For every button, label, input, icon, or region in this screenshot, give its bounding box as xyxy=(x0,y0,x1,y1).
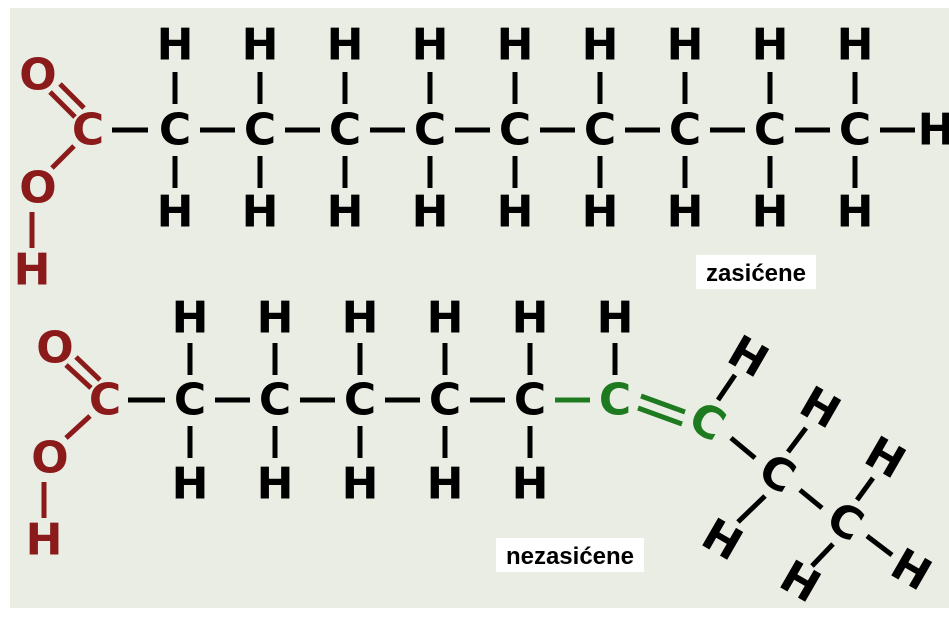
saturated-top-hydrogen: H xyxy=(242,20,279,71)
unsaturated-label: nezasićene xyxy=(506,543,634,570)
tail-carbon-1-top-hydrogen: H xyxy=(791,377,848,440)
alkene-carbon-2-hydrogen: H xyxy=(719,326,776,389)
alkene-carbon-2: C xyxy=(680,392,733,452)
unsaturated-c-o-double-bond xyxy=(64,363,93,390)
saturated-hydroxyl-oxygen: O xyxy=(19,163,56,214)
saturated-terminal-hydrogen: H xyxy=(918,105,949,156)
saturated-chain-carbon: C xyxy=(584,105,616,156)
alkene-carbon-1: C xyxy=(599,375,631,426)
saturated-top-hydrogen: H xyxy=(752,20,789,71)
saturated-carbonyl-oxygen: O xyxy=(19,50,56,101)
tail-c-h-bond xyxy=(810,542,835,568)
saturated-bottom-hydrogen: H xyxy=(667,187,704,238)
saturated-c-o-double-bond xyxy=(58,82,86,110)
saturated-chain-carbon: C xyxy=(414,105,446,156)
saturated-chain-carbon: C xyxy=(244,105,276,156)
saturated-bottom-hydrogen: H xyxy=(582,187,619,238)
unsaturated-top-hydrogen: H xyxy=(172,293,209,344)
saturated-label: zasićene xyxy=(706,260,806,287)
unsaturated-carboxyl-carbon: C xyxy=(89,375,121,426)
unsaturated-chain-carbon: C xyxy=(174,375,206,426)
saturated-top-hydrogen: H xyxy=(667,20,704,71)
tail-terminal-hydrogen: H xyxy=(882,539,939,602)
carbon-carbon-double-bond xyxy=(637,405,683,427)
saturated-c-o-double-bond xyxy=(48,90,77,119)
unsaturated-label-background xyxy=(496,538,644,572)
tail-c-h-bond xyxy=(854,476,876,502)
unsaturated-bottom-hydrogen: H xyxy=(257,459,294,510)
unsaturated-chain-carbon: C xyxy=(344,375,376,426)
tail-c-h-bond xyxy=(736,494,767,524)
saturated-label-background xyxy=(696,255,816,289)
saturated-bottom-hydrogen: H xyxy=(412,187,449,238)
unsaturated-hydroxyl-hydrogen: H xyxy=(26,515,63,566)
diagram-panel xyxy=(10,8,949,608)
saturated-bottom-hydrogen: H xyxy=(157,187,194,238)
tail-chain-bond xyxy=(798,488,824,510)
unsaturated-top-hydrogen: H xyxy=(512,293,549,344)
unsaturated-top-hydrogen: H xyxy=(257,293,294,344)
saturated-c-oh-bond xyxy=(50,144,76,170)
tail-carbon-1: C xyxy=(750,444,803,504)
unsaturated-top-hydrogen: H xyxy=(342,293,379,344)
tail-chain-bond xyxy=(729,436,757,460)
saturated-top-hydrogen: H xyxy=(157,20,194,71)
saturated-chain-carbon: C xyxy=(499,105,531,156)
unsaturated-top-hydrogen: H xyxy=(427,293,464,344)
saturated-top-hydrogen: H xyxy=(327,20,364,71)
saturated-chain-carbon: C xyxy=(669,105,701,156)
saturated-chain-carbon: C xyxy=(329,105,361,156)
tail-c-h-bond xyxy=(786,426,808,454)
unsaturated-chain-carbon: C xyxy=(429,375,461,426)
alkene-carbon-1-hydrogen: H xyxy=(597,293,634,344)
atom-symbols: OCOHCHHCHHCHHCHHCHHCHHCHHCHHCHHHOCOHCHHC… xyxy=(14,20,949,614)
unsaturated-bottom-hydrogen: H xyxy=(172,459,209,510)
unsaturated-c-oh-bond xyxy=(64,414,92,440)
tail-c-h-bond xyxy=(715,373,738,402)
saturated-chain-carbon: C xyxy=(754,105,786,156)
unsaturated-c-o-double-bond xyxy=(74,355,102,382)
unsaturated-carbonyl-oxygen: O xyxy=(36,323,73,374)
saturated-chain-carbon: C xyxy=(159,105,191,156)
saturated-bottom-hydrogen: H xyxy=(837,187,874,238)
unsaturated-hydroxyl-oxygen: O xyxy=(31,433,68,484)
unsaturated-bottom-hydrogen: H xyxy=(512,459,549,510)
unsaturated-bottom-hydrogen: H xyxy=(342,459,379,510)
saturated-top-hydrogen: H xyxy=(497,20,534,71)
unsaturated-chain-carbon: C xyxy=(259,375,291,426)
saturated-top-hydrogen: H xyxy=(582,20,619,71)
saturated-bottom-hydrogen: H xyxy=(327,187,364,238)
unsaturated-chain-carbon: C xyxy=(514,375,546,426)
tail-carbon-2-top-hydrogen: H xyxy=(856,427,913,490)
unsaturated-bottom-hydrogen: H xyxy=(427,459,464,510)
carbon-carbon-double-bond xyxy=(640,393,686,415)
saturated-bottom-hydrogen: H xyxy=(497,187,534,238)
tail-c-h-bond xyxy=(865,534,894,557)
saturated-carboxyl-carbon: C xyxy=(72,105,104,156)
saturated-chain-carbon: C xyxy=(839,105,871,156)
saturated-bottom-hydrogen: H xyxy=(752,187,789,238)
saturated-bottom-hydrogen: H xyxy=(242,187,279,238)
saturated-top-hydrogen: H xyxy=(837,20,874,71)
bond-lines xyxy=(29,72,915,568)
saturated-top-hydrogen: H xyxy=(412,20,449,71)
saturated-hydroxyl-hydrogen: H xyxy=(14,245,51,296)
tail-carbon-2: C xyxy=(818,492,871,552)
